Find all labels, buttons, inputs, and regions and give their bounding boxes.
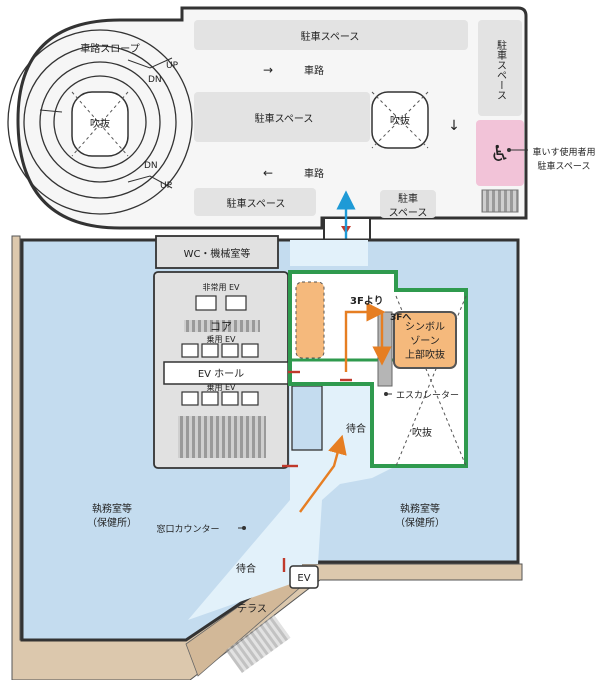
- symbol-zone-line-2: ゾーン: [410, 335, 440, 347]
- terrace-label: テラス: [237, 603, 267, 615]
- parking-space-right: [478, 20, 522, 116]
- escalator: [377, 311, 393, 387]
- waiting-corridor-top: [290, 240, 368, 266]
- road-bottom-label: 車路: [304, 167, 324, 180]
- parking-space-bottom: [194, 188, 316, 216]
- symbol-zone-line-1: シンボル: [405, 321, 445, 333]
- ramp-dn-label-1: DN: [148, 75, 162, 85]
- accessible-label-1: 車いす使用者用: [532, 146, 595, 158]
- parking-floor: [7, 6, 528, 230]
- core-hatch-top: [184, 320, 260, 332]
- void-lower-label: 吹抜: [412, 426, 432, 439]
- ramp-up-label-1: UP: [166, 61, 179, 71]
- office-right-label-2: （保健所）: [395, 516, 445, 529]
- parking-space-top: [194, 20, 468, 50]
- route-main: [299, 434, 347, 513]
- emergency-ev-label: 非常用 EV: [202, 282, 240, 292]
- counter-label: 窓口カウンター: [156, 523, 219, 535]
- core-label: コア: [210, 320, 232, 333]
- parking-space-vertical: 駐車スペース: [495, 39, 507, 100]
- void-right: [371, 91, 429, 149]
- emergency-ev-boxes: [195, 295, 247, 311]
- ramp-rings: [7, 29, 193, 215]
- waiting-label-upper: 待合: [346, 422, 366, 435]
- parking-space-split-1: 駐車: [398, 192, 418, 205]
- escalator-label: エスカレーター: [396, 390, 459, 401]
- door-ticks: [282, 370, 352, 572]
- accessible-space: [476, 120, 524, 186]
- parking-space-split-2: スペース: [389, 208, 428, 219]
- from-3f-label: 3Fより: [350, 295, 384, 307]
- parking-space-middle: [194, 92, 370, 142]
- wheelchair-icon: ♿: [490, 142, 510, 167]
- ev-bottom-box: [289, 565, 319, 589]
- terrace-stairs: [225, 615, 291, 673]
- route-from-3f: [344, 302, 386, 372]
- passenger-ev-label-bottom: 乗用 EV: [206, 382, 236, 392]
- hatched-block: [481, 189, 519, 213]
- office-left-label-2: （保健所）: [87, 516, 137, 529]
- road-top-label: 車路: [304, 64, 324, 77]
- parking-space-bottom-label: 駐車スペース: [227, 197, 286, 210]
- road-down-arrow: ↓: [448, 118, 460, 134]
- ev-bottom-label: EV: [297, 573, 310, 584]
- accessible-label-2: 駐車スペース: [538, 160, 591, 172]
- ramp-void: [71, 91, 129, 157]
- void-right-label: 吹抜: [390, 114, 410, 127]
- wc-room: [155, 235, 279, 269]
- blue-block-small: [291, 385, 323, 451]
- ev-hall-label: EV ホール: [198, 368, 244, 380]
- road-top-arrow: →: [263, 63, 273, 77]
- orange-room: [295, 281, 325, 359]
- road-bottom-arrow: ←: [263, 166, 273, 180]
- passenger-ev-boxes-top: [181, 343, 259, 358]
- office-right-label-1: 執務室等: [400, 502, 440, 515]
- passenger-ev-label-top: 乗用 EV: [206, 334, 236, 344]
- ramp-void-label: 吹抜: [90, 117, 110, 130]
- terrace: [11, 235, 523, 680]
- ramp-dn-label-2: DN: [144, 161, 158, 171]
- waiting-label-lower: 待合: [236, 562, 256, 575]
- office-left-label-1: 執務室等: [92, 502, 132, 515]
- symbol-zone-box: [393, 311, 457, 369]
- parking-space-middle-label: 駐車スペース: [255, 112, 314, 125]
- ramp-up-label-2: UP: [160, 181, 173, 191]
- parking-space-bottom-right: [380, 190, 436, 218]
- core-hatch-bottom: [178, 416, 266, 458]
- ramp-label: 車路スロープ: [80, 42, 139, 55]
- to-3f-label: 3Fへ: [390, 313, 411, 323]
- passenger-ev-boxes-bottom: [181, 391, 259, 406]
- wc-label: WC・機械室等: [184, 247, 251, 260]
- parking-space-top-label: 駐車スペース: [301, 30, 360, 43]
- symbol-zone-line-3: 上部吹抜: [405, 348, 445, 361]
